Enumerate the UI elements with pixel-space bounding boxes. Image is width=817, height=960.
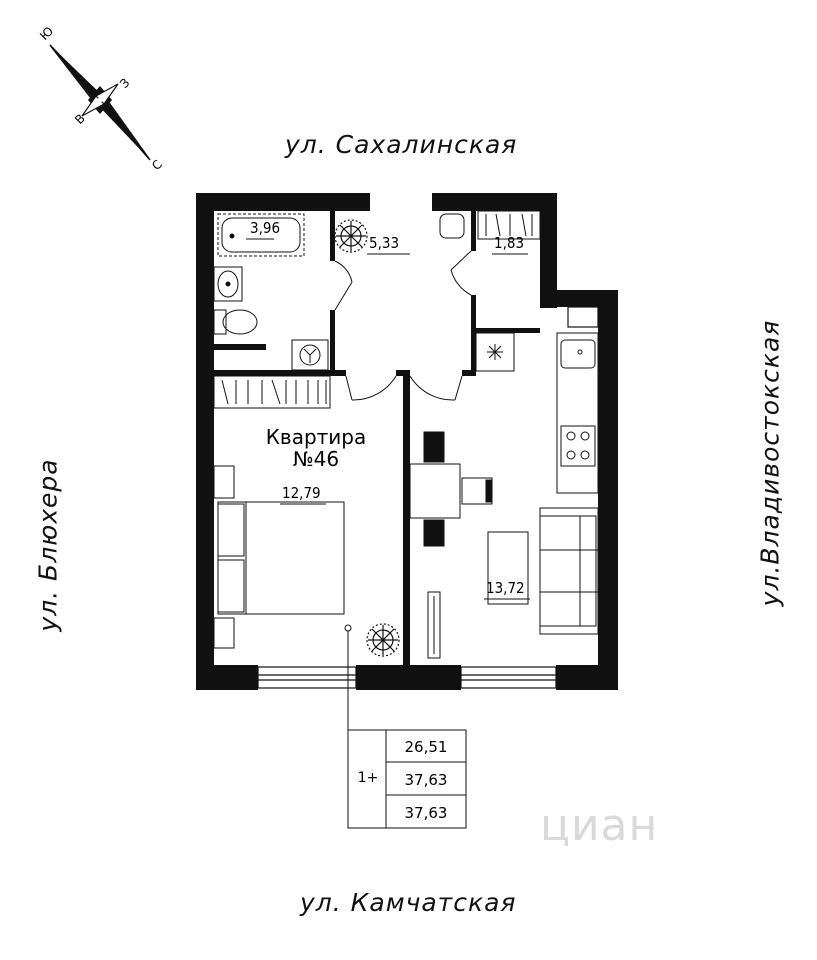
street-top: ул. Сахалинская	[285, 130, 518, 159]
exterior-walls	[196, 193, 618, 690]
area-table-rooms-count: 1+	[358, 770, 379, 786]
street-bottom: ул. Камчатская	[300, 888, 517, 917]
bathtub-icon	[217, 213, 305, 257]
tv-icon	[427, 591, 441, 659]
door-kitchen	[409, 375, 463, 401]
wc-toilet-icon	[439, 213, 465, 239]
wc-shelf-icon	[477, 210, 541, 240]
plant-icon	[334, 219, 368, 253]
door-bedroom	[345, 375, 397, 401]
plant-icon-2	[366, 623, 400, 657]
kitchen-counter-icon	[556, 332, 599, 494]
apartment-title: Квартира	[266, 425, 367, 449]
window-bedroom	[257, 666, 357, 689]
coffee-table-icon	[487, 531, 529, 605]
watermark: циан	[540, 800, 659, 851]
door-wc	[450, 250, 472, 296]
area-table-total-area-2: 37,63	[405, 804, 448, 822]
area-table-living-area: 26,51	[405, 738, 448, 756]
room-area-wc: 1,83	[494, 234, 524, 252]
window-right	[567, 306, 599, 328]
room-area-bedroom: 12,79	[282, 484, 321, 502]
interior-walls	[214, 211, 540, 665]
door-bathroom	[334, 260, 353, 311]
bed-icon	[213, 465, 345, 649]
room-area-bathroom: 3,96	[250, 219, 280, 237]
sink-icon	[213, 266, 243, 302]
area-table-total-area: 37,63	[405, 771, 448, 789]
compass-label-w: З	[117, 76, 132, 91]
compass-label-n: С	[149, 157, 165, 173]
room-area-hall: 5,33	[369, 234, 399, 252]
dining-table-icon	[409, 431, 493, 547]
window-kitchen	[460, 666, 557, 689]
toilet-icon	[213, 309, 258, 335]
area-table	[347, 729, 467, 829]
wardrobe-icon	[213, 375, 331, 409]
apartment-number: №46	[293, 447, 339, 471]
compass-icon	[49, 44, 151, 161]
room-area-kitchen: 13,72	[486, 579, 525, 597]
fridge-icon	[475, 332, 515, 372]
washing-machine-icon	[291, 339, 329, 371]
compass-label-s: Ю	[37, 24, 56, 43]
sofa-icon	[539, 507, 599, 635]
